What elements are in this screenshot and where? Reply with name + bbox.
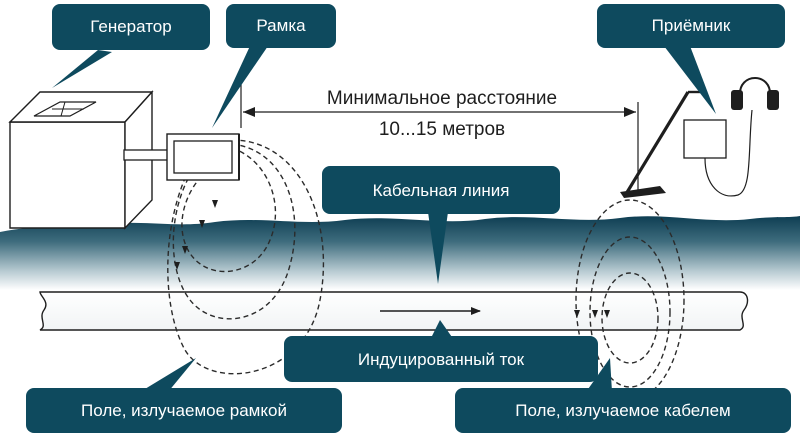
callout-frame-field-text: Поле, излучаемое рамкой	[81, 401, 287, 420]
distance-dimension: Минимальное расстояние 10...15 метров	[240, 82, 639, 192]
callout-cable-field: Поле, излучаемое кабелем	[455, 358, 791, 433]
callout-generator: Генератор	[52, 4, 210, 88]
callout-frame-text: Рамка	[256, 16, 306, 35]
distance-label-line1: Минимальное расстояние	[327, 88, 557, 109]
receiver-unit	[683, 119, 727, 159]
callout-receiver-text: Приёмник	[652, 16, 731, 35]
frame-field-loops	[167, 139, 325, 375]
callout-generator-text: Генератор	[90, 17, 171, 36]
callout-receiver: Приёмник	[597, 4, 785, 114]
callout-cable-line-text: Кабельная линия	[373, 181, 510, 200]
callout-cable-field-text: Поле, излучаемое кабелем	[515, 401, 731, 420]
callout-frame: Рамка	[212, 4, 336, 128]
callout-induced-current: Индуцированный ток	[284, 320, 598, 382]
distance-label-line2: 10...15 метров	[379, 119, 505, 140]
buried-cable	[39, 291, 749, 331]
generator-box	[8, 90, 169, 230]
callout-cable-line: Кабельная линия	[322, 166, 560, 284]
frame-device	[166, 133, 240, 181]
ground-band	[0, 216, 800, 290]
callout-frame-field: Поле, излучаемое рамкой	[26, 358, 342, 433]
callout-induced-current-text: Индуцированный ток	[358, 350, 525, 369]
receiver-device	[620, 77, 779, 198]
